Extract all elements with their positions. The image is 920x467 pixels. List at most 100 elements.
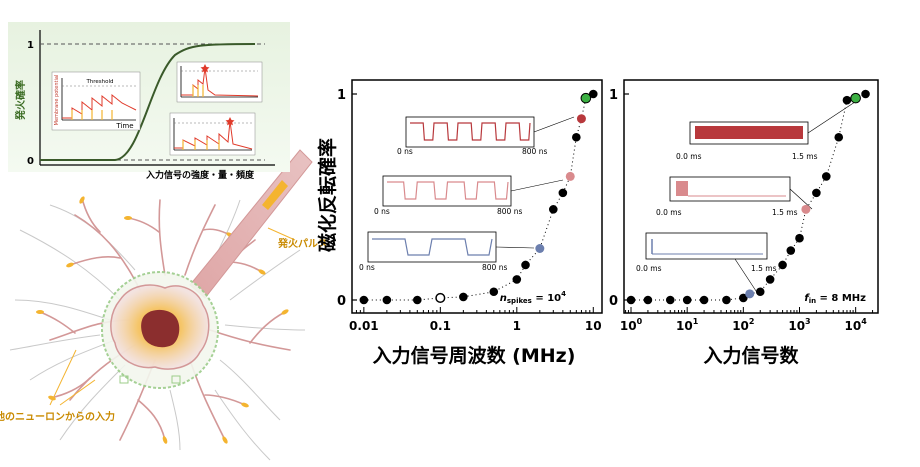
potential-label: Membrane potential <box>54 75 60 126</box>
threshold-label: Threshold <box>85 79 113 85</box>
chart2-data-point <box>626 295 636 305</box>
chart1-inset-red-start: 0 ns <box>397 147 413 156</box>
chart2-data-point <box>745 289 755 299</box>
inset-y-label: 発火確率 <box>14 80 27 121</box>
chart2-x-tick-exponent: 4 <box>861 317 867 326</box>
chart1-data-point <box>572 132 581 142</box>
inset-y-tick-bottom: 0 <box>27 156 34 167</box>
chart1-y-tick-label: 0 <box>337 294 346 309</box>
time-label: Time <box>115 122 133 130</box>
chart2-data-point <box>812 188 821 198</box>
chart1-leader-red <box>533 116 575 133</box>
chart2-data-point <box>699 295 709 305</box>
spike-label-leader <box>267 227 296 241</box>
chart2-annotation-sub: in <box>809 297 816 305</box>
neuron-illustration: 発火パルス 他のニューロンからの入力 <box>0 149 328 461</box>
input-label-leader-1 <box>49 349 77 406</box>
chart1-ylabel: 磁化反転確率 <box>316 138 339 252</box>
spike-plot-lower <box>169 112 256 156</box>
chart1-inset-blue-end: 800 ns <box>482 263 507 272</box>
square-mark-left <box>119 375 129 384</box>
spike-label: 発火パルス <box>277 237 328 250</box>
chart1-data-point <box>576 114 586 124</box>
chart2-x-tick-label: 100 <box>620 317 643 333</box>
chart1-x-tick-label: 10 <box>585 319 602 333</box>
chart1-inset-pink-end: 800 ns <box>497 207 522 216</box>
chart2-data-point <box>739 293 748 303</box>
chart1-inset-pink: 0 ns 800 ns <box>374 175 522 216</box>
chart2-data-point <box>682 295 692 305</box>
chart1-data-point <box>382 295 392 305</box>
chart1-inset-red: 0 ns 800 ns <box>397 116 547 156</box>
c1w2-trace <box>372 238 493 256</box>
chart2-trend-line <box>631 93 866 301</box>
chart2-data-point <box>801 204 811 214</box>
chart2-data-point <box>834 132 844 142</box>
sigmoid-curve <box>40 43 256 161</box>
input-label-line-1: 他のニューロンからの入力 <box>0 410 115 423</box>
chart1-x-tick-label: 0.1 <box>430 319 451 333</box>
chart1-trend-line <box>363 93 594 301</box>
input-label-leader-2 <box>59 379 96 406</box>
chart2-leader-red <box>807 99 859 134</box>
chart2-inset-pink-start: 0.0 ms <box>656 208 682 217</box>
chart2-frame <box>623 79 879 314</box>
chart1-data-point <box>580 92 592 104</box>
chart2-data-point <box>778 260 787 270</box>
chart1-y-tick-label: 1 <box>337 88 346 103</box>
chart2-inset-pink: 0.0 ms 1.5 ms <box>656 176 798 217</box>
chart1-data-point <box>558 188 568 198</box>
nucleus <box>141 309 180 348</box>
chart1-data-point <box>512 275 522 284</box>
chart2-data-point <box>861 89 870 99</box>
chart2-y-tick-label: 1 <box>609 88 618 103</box>
chart1-leader-blue <box>495 246 535 249</box>
chart2-data-point <box>850 92 861 104</box>
chart2-inset-pink-end: 1.5 ms <box>772 208 798 217</box>
chart2-data-point <box>722 295 731 305</box>
chart1-data-point <box>435 292 446 303</box>
chart2-data-point <box>786 246 796 255</box>
chart2-x-tick-label: 102 <box>732 317 754 333</box>
chart2-data-point <box>821 172 831 181</box>
chart2-data-point <box>842 95 852 105</box>
chart1-data-point <box>535 244 545 253</box>
frequency-chart: 磁化反転確率 入力信号周波数 (MHz) nspikes = 104 0 ns … <box>316 79 603 367</box>
chart1-annotation-eq: = 10 <box>532 293 561 304</box>
chart1-data-point <box>565 171 575 181</box>
chart2-data-point <box>795 233 804 243</box>
chart2-x-tick-exponent: 3 <box>805 317 811 326</box>
chart1-data-point <box>413 295 422 305</box>
chart1-annotation: nspikes = 104 <box>500 290 566 305</box>
square-mark-right <box>171 375 181 384</box>
chart1-data-point <box>489 287 499 297</box>
chart2-annotation-eq: = 8 MHz <box>816 293 866 304</box>
chart1-data-point <box>588 89 598 99</box>
chart2-data-point <box>643 295 653 305</box>
chart1-annotation-sub: spikes <box>507 297 532 305</box>
chart1-data-point <box>548 205 558 214</box>
chart1-inset-red-end: 800 ns <box>522 147 547 156</box>
chart2-x-tick-exponent: 0 <box>637 317 643 326</box>
chart2-inset-blue-start: 0.0 ms <box>636 264 662 273</box>
chart2-inset-pink-block <box>676 181 688 196</box>
chart2-data-point <box>755 287 765 297</box>
chart2-inset-blue-end: 1.5 ms <box>751 264 777 273</box>
chart2-x-tick-label: 104 <box>845 317 868 333</box>
chart1-x-tick-label: 0.01 <box>349 319 379 333</box>
inset-y-tick-top: 1 <box>27 40 34 51</box>
chart2-inset-red-start: 0.0 ms <box>676 152 702 161</box>
chart1-data-point <box>521 260 530 270</box>
membrane-potential-plot: Threshold Membrane potential Time <box>51 71 141 131</box>
chart2-data-point <box>765 275 775 284</box>
c1w1-trace <box>387 181 509 200</box>
count-chart: 入力信号数 fin = 8 MHz 0.0 ms 1.5 ms 0.0 ms 1… <box>609 79 879 367</box>
chart1-leader-pink <box>510 179 564 192</box>
chart2-annotation: fin = 8 MHz <box>804 293 866 305</box>
chart1-data-point <box>459 292 468 302</box>
chart2-x-tick-label: 103 <box>788 317 810 333</box>
c1w0-trace <box>410 122 531 141</box>
chart2-inset-blue: 0.0 ms 1.5 ms <box>636 232 777 273</box>
chart1-x-tick-label: 1 <box>513 319 521 333</box>
